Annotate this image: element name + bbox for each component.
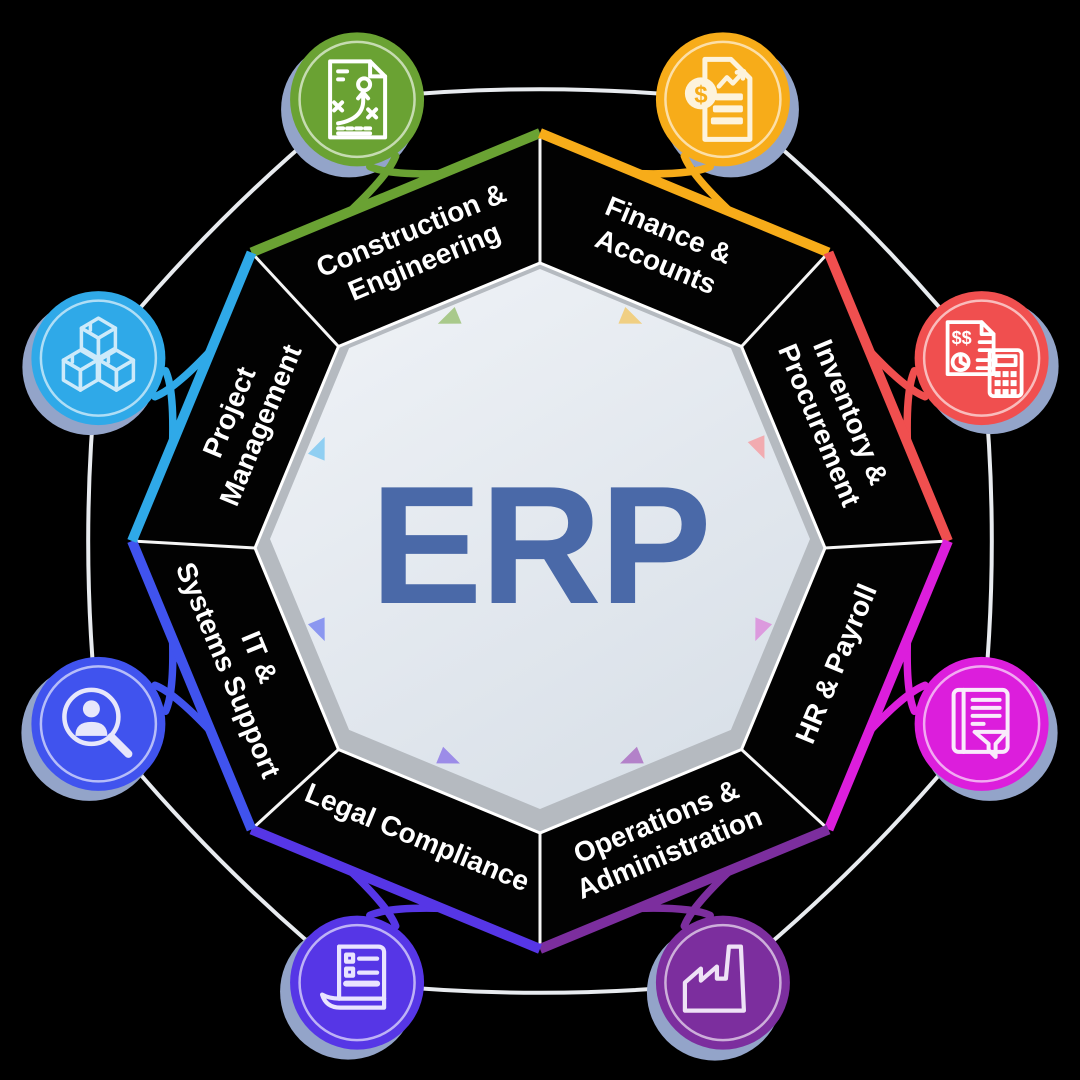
icon-badge-construction-engineering: [290, 32, 425, 167]
triangle-it-systems-support: [307, 617, 325, 642]
triangle-legal-compliance: [436, 746, 460, 764]
icon-badge-it-systems-support: [31, 656, 166, 791]
cubes-icon: [61, 316, 136, 392]
segment-edge-project-management: [127, 250, 257, 543]
icon-badge-finance-accounts: $: [655, 32, 790, 167]
segment-edge-hr-payroll: [823, 539, 953, 832]
segment-edge-construction-engineering: [249, 128, 542, 258]
icon-badges: $ $$: [31, 32, 1049, 1050]
segment-separator: [740, 251, 830, 348]
badge-inner-ring: [39, 665, 158, 783]
triangle-construction-engineering: [437, 306, 462, 324]
segment-separator: [250, 251, 340, 348]
icon-badge-hr-payroll: [914, 656, 1049, 791]
triangle-inventory-procurement: [747, 435, 765, 459]
badge-inner-ring: [922, 665, 1041, 783]
triangle-project-management: [307, 436, 325, 461]
segment-edge-inventory-procurement: [823, 250, 953, 543]
badge-inner-ring: [298, 923, 416, 1042]
segment-operations-administration: [540, 749, 829, 949]
segment-separator: [740, 748, 830, 831]
icon-badge-legal-compliance: [290, 915, 425, 1050]
badge-inner-ring: [298, 40, 416, 159]
strategy-document-icon: [328, 59, 388, 140]
segment-separator: [824, 539, 949, 550]
invoice-calculator-icon: $$: [945, 320, 1024, 399]
segment-it-systems-support: [132, 541, 339, 830]
icon-badge-project-management: [31, 291, 166, 426]
segment-edge-operations-administration: [538, 824, 831, 954]
triangle-operations-administration: [620, 746, 644, 764]
ledger-filter-icon: [951, 687, 1010, 759]
dollar-symbol: $: [694, 81, 708, 108]
octagon-face: [270, 269, 810, 809]
segment-edge-finance-accounts: [538, 128, 831, 258]
segment-construction-engineering: [251, 133, 540, 347]
icon-badge-operations-administration: [655, 915, 790, 1050]
double-dollar-symbol: $$: [952, 328, 972, 348]
segment-edge-it-systems-support: [127, 539, 257, 832]
segment-project-management: [132, 252, 339, 548]
factory-icon: [682, 944, 747, 1013]
segment-hr-payroll: [741, 541, 948, 830]
badge-inner-ring: [39, 299, 158, 417]
badge-inner-ring: [664, 923, 782, 1042]
finance-report-icon: $: [684, 56, 753, 142]
icon-badge-inventory-procurement: $$: [914, 291, 1049, 426]
octagon-ring: [131, 133, 949, 949]
legal-document-icon: [320, 944, 387, 1010]
segment-edge-legal-compliance: [249, 824, 542, 954]
badge-inner-ring: [664, 40, 782, 159]
badge-circle: [914, 291, 1049, 426]
segment-finance-accounts: [540, 133, 829, 347]
segment-separator: [250, 748, 340, 831]
triangle-hr-payroll: [755, 617, 773, 642]
segment-legal-compliance: [251, 749, 540, 949]
erp-title: ERP: [370, 451, 709, 639]
triangle-finance-accounts: [618, 306, 643, 324]
face-triangles: [307, 306, 773, 764]
person-search-icon: [62, 687, 133, 758]
badge-inner-ring: [922, 299, 1041, 417]
segment-inventory-procurement: [741, 252, 948, 548]
segment-separator: [131, 539, 256, 550]
badge-circle: [655, 915, 790, 1050]
